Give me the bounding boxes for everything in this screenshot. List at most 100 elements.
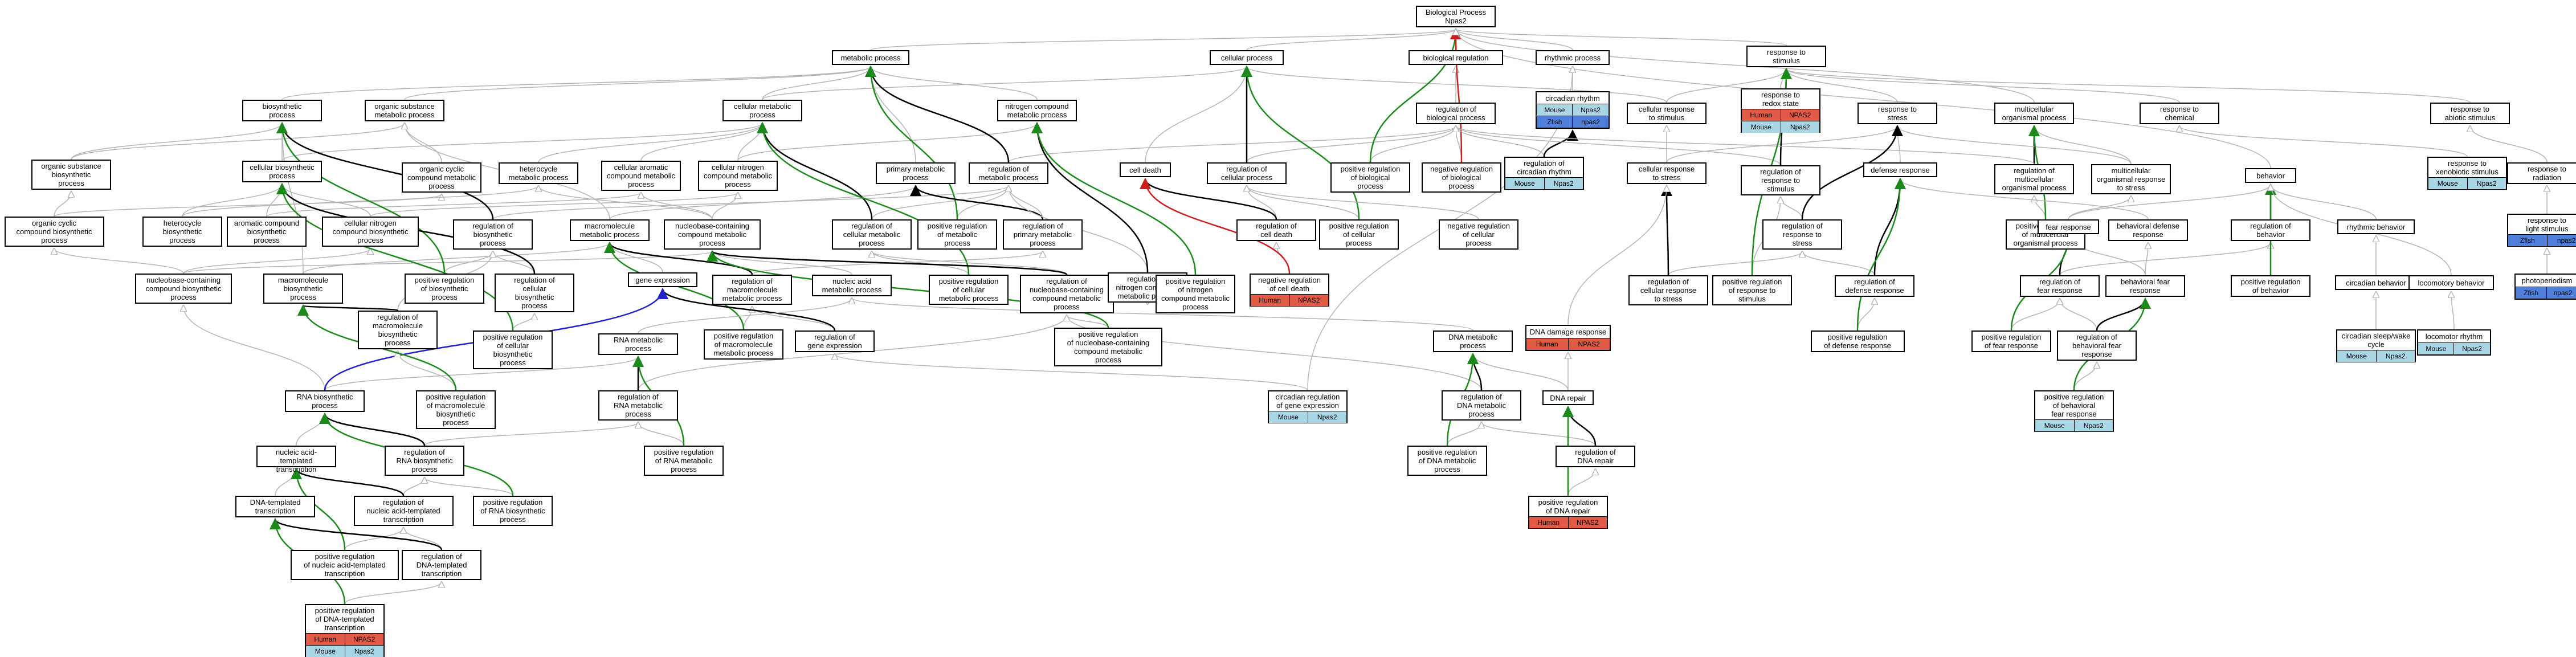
go-term-pos-reg-met[interactable]: positive regulation of metabolic process: [917, 219, 997, 250]
go-term-reg-resp-stim[interactable]: regulation of response to stimulus: [1741, 165, 1820, 195]
go-term-nucleic-met[interactable]: nucleic acid metabolic process: [812, 275, 892, 296]
go-term-cell-death[interactable]: cell death: [1120, 162, 1171, 177]
go-term-reg-cell-met[interactable]: regulation of cellular metabolic process: [832, 219, 912, 250]
go-term-reg-dna-met[interactable]: regulation of DNA metabolic process: [1442, 390, 1521, 421]
go-term-reg-defense-resp[interactable]: regulation of defense response: [1835, 275, 1914, 297]
go-term-dna-met[interactable]: DNA metabolic process: [1433, 330, 1513, 352]
go-term-reg-cell-death[interactable]: regulation of cell death: [1236, 219, 1316, 241]
go-term-reg-met[interactable]: regulation of metabolic process: [969, 162, 1048, 184]
go-term-pos-reg-nucbase-met[interactable]: positive regulation of nucleobase-contai…: [1054, 328, 1162, 366]
go-term-reg-behavior[interactable]: regulation of behavior: [2231, 219, 2310, 241]
go-term-bioreg[interactable]: biological regulation: [1409, 50, 1503, 65]
go-term-reg-macromol-bio[interactable]: regulation of macromolecule biosynthetic…: [358, 311, 438, 349]
go-term-cell-nitro-bio[interactable]: cellular nitrogen compound biosynthetic …: [322, 217, 419, 247]
go-term-neg-reg-bioproc[interactable]: negative regulation of biological proces…: [1422, 162, 1501, 193]
go-term-pos-reg-cell-proc[interactable]: positive regulation of cellular process: [1319, 219, 1399, 250]
go-term-cell-met[interactable]: cellular metabolic process: [722, 100, 802, 121]
go-term-hetero-bio[interactable]: heterocycle biosynthetic process: [142, 217, 222, 247]
go-term-primary-met[interactable]: primary metabolic process: [876, 162, 956, 184]
go-term-reg-multicell[interactable]: regulation of multicellular organismal p…: [1994, 164, 2074, 194]
go-term-nitro-met[interactable]: nitrogen compound metabolic process: [997, 100, 1077, 121]
go-term-reg-fear-resp[interactable]: regulation of fear response: [2020, 275, 2100, 297]
go-term-reg-rna-met[interactable]: regulation of RNA metabolic process: [598, 390, 678, 421]
go-term-reg-macromol-met[interactable]: regulation of macromolecule metabolic pr…: [712, 275, 792, 305]
go-term-defense-resp[interactable]: defense response: [1863, 162, 1937, 177]
go-term-reg-resp-stress[interactable]: regulation of response to stress: [1762, 219, 1842, 250]
go-term-reg-behav-fear[interactable]: regulation of behavioral fear response: [2057, 330, 2137, 361]
go-term-pos-reg-dna-templ[interactable]: positive regulation of DNA-templated tra…: [305, 604, 385, 657]
go-term-pos-reg-bioproc[interactable]: positive regulation of biological proces…: [1330, 162, 1410, 193]
go-term-pos-reg-rna-bio[interactable]: positive regulation of RNA biosynthetic …: [473, 496, 553, 526]
go-term-reg-rna-bio[interactable]: regulation of RNA biosynthetic process: [385, 446, 464, 476]
go-term-multicell-resp-stress[interactable]: multicellular organismal response to str…: [2091, 164, 2171, 194]
go-term-pos-reg-behavior[interactable]: positive regulation of behavior: [2231, 275, 2310, 297]
go-term-behavior[interactable]: behavior: [2245, 168, 2296, 183]
go-term-cell-bio[interactable]: cellular biosynthetic process: [242, 161, 322, 182]
go-term-resp-stress[interactable]: response to stress: [1858, 103, 1937, 124]
go-term-rna-met[interactable]: RNA metabolic process: [598, 333, 678, 355]
go-term-cell-resp-stress[interactable]: cellular response to stress: [1627, 162, 1707, 184]
go-term-cell-nitro-met[interactable]: cellular nitrogen compound metabolic pro…: [698, 161, 778, 191]
go-term-resp-rad[interactable]: response to radiation: [2507, 162, 2576, 184]
go-term-pos-reg-cell-biosyn[interactable]: positive regulation of cellular biosynth…: [473, 330, 553, 369]
go-term-locomotory[interactable]: locomotory behavior: [2408, 275, 2495, 290]
go-term-rna-bio[interactable]: RNA biosynthetic process: [285, 390, 365, 412]
go-term-org-cyclic-bio[interactable]: organic cyclic compound biosynthetic pro…: [5, 217, 104, 247]
go-term-dna-repair[interactable]: DNA repair: [1542, 390, 1594, 405]
go-term-cellular-process[interactable]: cellular process: [1210, 50, 1283, 65]
go-term-reg-bioproc[interactable]: regulation of biological process: [1416, 103, 1496, 124]
go-term-reg-dna-templ[interactable]: regulation of DNA-templated transcriptio…: [402, 550, 481, 580]
go-term-pos-reg-biosyn[interactable]: positive regulation of biosynthetic proc…: [405, 274, 484, 304]
go-term-metabolic[interactable]: metabolic process: [832, 50, 909, 65]
go-term-reg-biosyn[interactable]: regulation of biosynthetic process: [453, 219, 533, 250]
go-term-macromol-met[interactable]: macromolecule metabolic process: [570, 219, 650, 241]
go-term-behav-def-resp[interactable]: behavioral defense response: [2108, 219, 2188, 241]
go-term-biosynthetic[interactable]: biosynthetic process: [242, 100, 322, 121]
go-term-pos-reg-nucleic-templ[interactable]: positive regulation of nucleic acid-temp…: [291, 550, 399, 580]
go-term-reg-nucbase-met[interactable]: regulation of nucleobase-containing comp…: [1020, 275, 1114, 313]
go-term-gene-expr[interactable]: gene expression: [628, 272, 697, 287]
go-term-rhythmic[interactable]: rhythmic process: [1536, 50, 1609, 65]
go-term-reg-cell-proc[interactable]: regulation of cellular process: [1207, 162, 1287, 184]
go-term-bp[interactable]: Biological Process Npas2: [1416, 6, 1496, 27]
go-term-resp-abiotic[interactable]: response to abiotic stimulus: [2430, 103, 2510, 124]
go-term-pos-reg-macromol-met[interactable]: positive regulation of macromolecule met…: [704, 329, 783, 360]
go-term-pos-reg-resp-stim[interactable]: positive regulation of response to stimu…: [1712, 275, 1792, 305]
go-term-arom-bio[interactable]: aromatic compound biosynthetic process: [227, 217, 307, 247]
go-term-org-subst-bio[interactable]: organic substance biosynthetic process: [31, 160, 111, 190]
go-term-reg-gene-expr[interactable]: regulation of gene expression: [795, 330, 875, 352]
go-term-multicell[interactable]: multicellular organismal process: [1994, 103, 2074, 124]
go-term-resp-stim[interactable]: response to stimulus: [1746, 46, 1826, 67]
go-term-reg-primary-met[interactable]: regulation of primary metabolic process: [1003, 219, 1083, 250]
go-term-hetero-met[interactable]: heterocycle metabolic process: [499, 162, 578, 184]
go-term-nucleic-templ[interactable]: nucleic acid-templated transcription: [256, 446, 336, 467]
go-term-org-subst-met[interactable]: organic substance metabolic process: [365, 100, 444, 121]
go-term-pos-reg-fear-resp[interactable]: positive regulation of fear response: [1971, 330, 2051, 352]
go-term-circ-sleep[interactable]: circadian behavior: [2335, 275, 2417, 290]
go-term-reg-cell-biosyn[interactable]: regulation of cellular biosynthetic proc…: [495, 274, 574, 312]
go-term-fear-resp[interactable]: fear response: [2038, 219, 2099, 234]
go-term-pos-reg-rna-met[interactable]: positive regulation of RNA metabolic pro…: [644, 446, 724, 476]
go-term-pos-reg-cell-met[interactable]: positive regulation of cellular metaboli…: [929, 275, 1009, 305]
go-term-resp-chem[interactable]: response to chemical: [2140, 103, 2219, 124]
go-term-reg-dna-repair[interactable]: regulation of DNA repair: [1556, 446, 1635, 467]
go-term-reg-cell-resp-stress[interactable]: regulation of cellular response to stres…: [1628, 275, 1708, 305]
go-term-pos-reg-behav-fear[interactable]: positive regulation of behavioral fear r…: [2034, 390, 2114, 432]
go-term-org-cyclic-met[interactable]: organic cyclic compound metabolic proces…: [402, 162, 481, 193]
go-term-nucbase-met[interactable]: nucleobase-containing compound metabolic…: [664, 219, 761, 250]
go-term-pos-reg-dna-met[interactable]: positive regulation of DNA metabolic pro…: [1407, 446, 1487, 476]
go-term-reg-nucleic-templ[interactable]: regulation of nucleic acid-templated tra…: [354, 496, 454, 526]
go-term-pos-reg-def-resp[interactable]: positive regulation of defense response: [1811, 330, 1905, 352]
